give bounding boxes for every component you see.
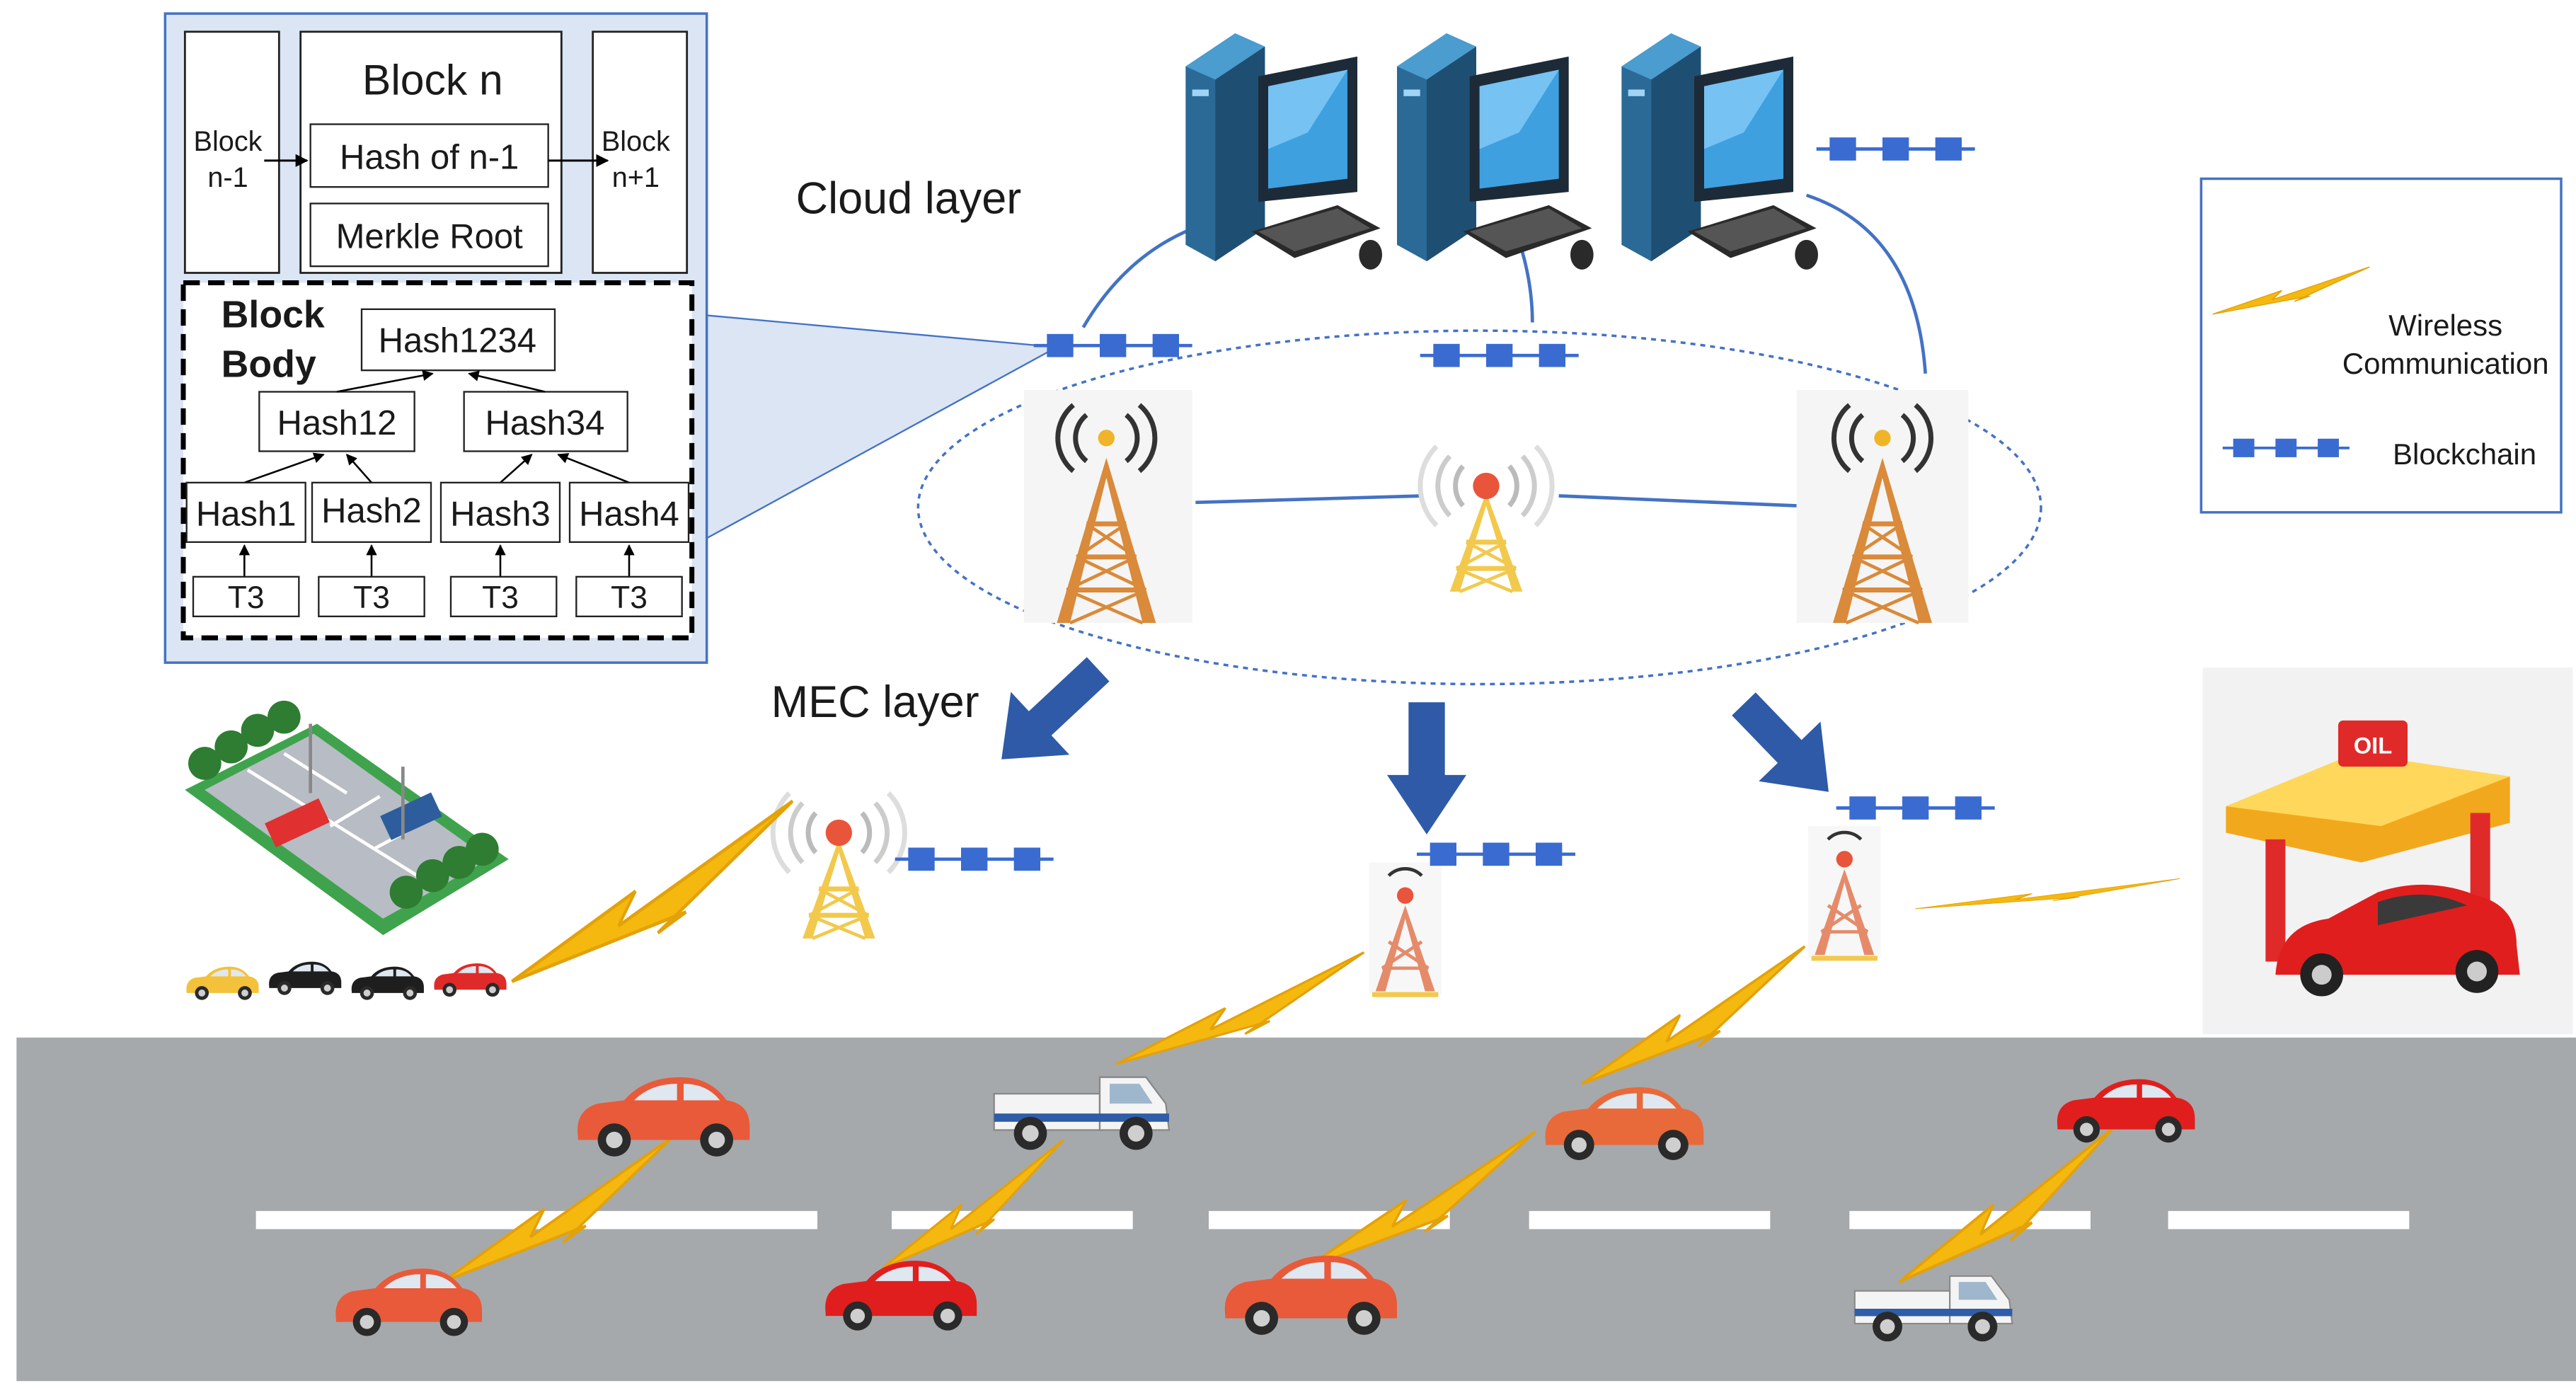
- block-next-label-2: n+1: [612, 162, 660, 193]
- block-prev-label-1: Block: [194, 126, 263, 157]
- leaf-hash-1: Hash1: [196, 495, 297, 534]
- hash-of-prev-box: [309, 123, 549, 188]
- merkle-leaves: Hash1 Hash2 Hash3 Hash4: [185, 481, 690, 543]
- blockchain-icon: [1034, 334, 1192, 357]
- hash34-box: [463, 391, 628, 452]
- car-icon: [434, 963, 507, 997]
- merkle-root-box: [309, 202, 549, 268]
- legend-wireless-2: Communication: [2342, 347, 2549, 380]
- hash-of-prev-label: Hash of n-1: [340, 139, 519, 177]
- downlink-arrows: [1001, 657, 1829, 835]
- block-current-title-bg: [342, 40, 527, 113]
- merkle-root-hash: Hash1234: [379, 321, 536, 360]
- leaf-hash-2: Hash2: [321, 492, 422, 530]
- arrow-down: [1387, 702, 1466, 835]
- legend-wireless-1: Wireless: [2388, 309, 2502, 342]
- block-structure-inset: Block n-1 Block n Hash of n-1 Merkle Roo…: [163, 12, 1060, 664]
- mec-links: [1195, 494, 1797, 508]
- gas-station-icon: OIL: [2202, 667, 2573, 1035]
- tx-2: T3: [353, 580, 390, 615]
- car-icon: [269, 961, 342, 995]
- hash12-box: [258, 391, 415, 452]
- tx-3: T3: [482, 580, 519, 615]
- lightning-icon: [1914, 877, 2181, 910]
- hash34-label: Hash34: [485, 404, 605, 442]
- car-icon: [186, 966, 259, 1000]
- computer-icon: [1185, 33, 1382, 270]
- blockchain-icon: [1417, 843, 1575, 866]
- legend-box: [2200, 177, 2563, 514]
- tx-1: T3: [228, 580, 265, 615]
- block-body-label-2: Body: [222, 343, 316, 386]
- leaf-hash-4: Hash4: [579, 495, 679, 534]
- mec-layer-label: MEC layer: [771, 677, 979, 727]
- lightning-icon: [512, 801, 793, 982]
- car-icon: [351, 966, 424, 1000]
- transactions: T3 T3 T3 T3: [192, 575, 683, 617]
- block-current-title: Block n: [362, 56, 503, 104]
- legend-blockchain: Blockchain: [2393, 437, 2536, 471]
- merkle-edges: [238, 369, 635, 577]
- computer-icon: [1621, 33, 1818, 270]
- blockchain-icon: [1420, 344, 1579, 367]
- gas-station-sign: OIL: [2354, 733, 2392, 759]
- leaf-hash-3: Hash3: [450, 495, 551, 534]
- block-prev: [183, 30, 280, 274]
- block-body-label-1: Block: [222, 293, 325, 336]
- tx-4: T3: [611, 580, 648, 615]
- merkle-root-hash-box: [360, 308, 556, 372]
- parking-lot-icon: [185, 700, 509, 936]
- parked-cars: [186, 961, 507, 1000]
- cloud-layer-label: Cloud layer: [796, 174, 1022, 224]
- blockchain-icon: [895, 848, 1054, 871]
- blockchain-icon: [1836, 796, 1995, 820]
- mec-ring: [916, 329, 2042, 686]
- road: [16, 1037, 2576, 1382]
- blockchain-icon: [2221, 437, 2351, 459]
- merkle-root-label: Merkle Root: [336, 218, 524, 256]
- block-next: [592, 30, 689, 274]
- block-prev-label-2: n-1: [207, 162, 248, 193]
- cell-tower-icon: [773, 793, 904, 939]
- cell-tower-icon: [1808, 826, 1881, 958]
- mec-towers: [1023, 390, 1969, 623]
- legend: Wireless Communication Blockchain: [2200, 177, 2563, 514]
- cell-tower-icon: [1420, 447, 1552, 592]
- blockchain-icon: [1817, 137, 1975, 161]
- block-next-label-1: Block: [602, 126, 670, 157]
- arrow-down-right: [1732, 692, 1829, 792]
- computer-icon: [1397, 33, 1594, 270]
- arrow-down-left: [1001, 657, 1110, 759]
- hash12-label: Hash12: [277, 404, 397, 442]
- zoom-callout: [692, 313, 1060, 547]
- cell-tower-icon: [1369, 863, 1442, 995]
